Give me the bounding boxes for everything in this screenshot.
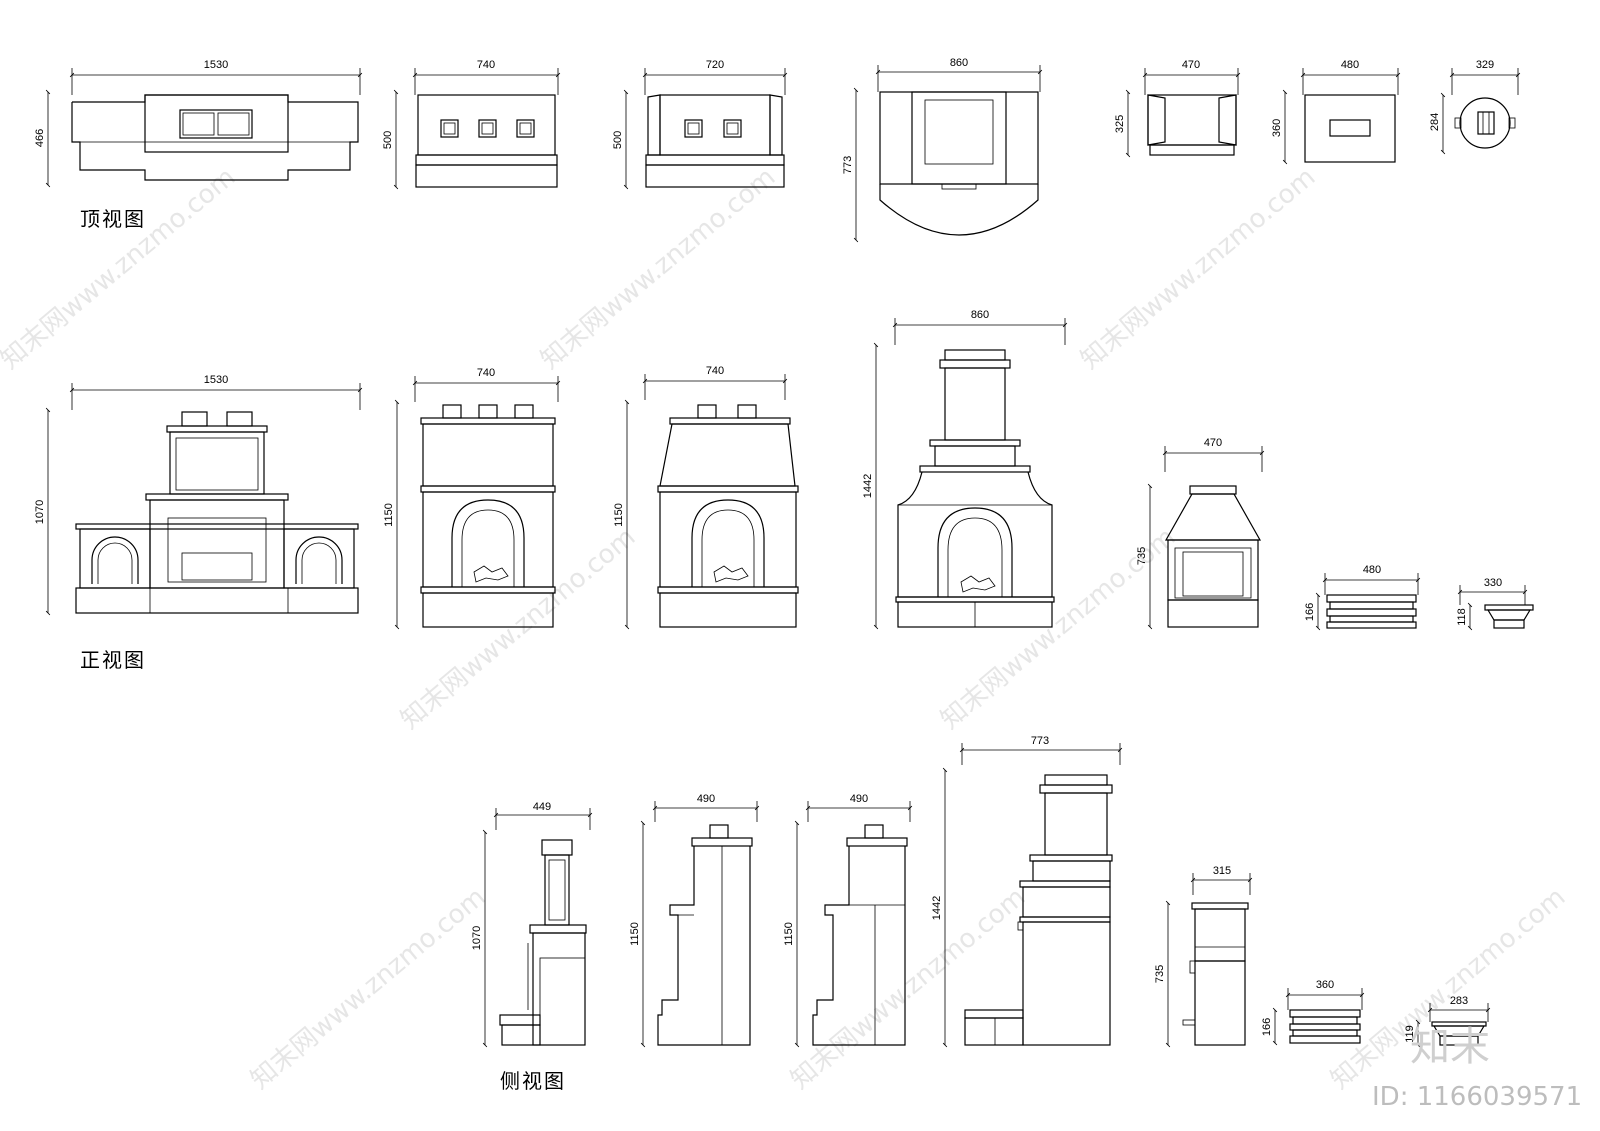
dim-height: 1070	[34, 500, 46, 524]
watermark-text: 知末网www.znzmo.com	[1075, 162, 1321, 375]
side-view-row: 449 1070 侧视图 490 1150	[471, 735, 1491, 1093]
fireplace-drawing: 1530 1070	[34, 374, 363, 616]
view-title-top: 顶视图	[80, 207, 146, 231]
dim-width: 315	[1213, 865, 1231, 877]
dim-height: 166	[1304, 603, 1316, 621]
dim-height: 1150	[613, 503, 625, 527]
watermark-text: 知末网www.znzmo.com	[395, 522, 641, 735]
dim-width: 480	[1341, 59, 1359, 71]
dim-width: 740	[706, 365, 724, 377]
fireplace-drawing: 773 1442	[931, 735, 1123, 1048]
fireplace-drawing: 1530 466	[34, 59, 363, 188]
dim-height: 735	[1136, 547, 1148, 565]
dim-height: 360	[1271, 119, 1283, 137]
fireplace-drawing: 860 773	[842, 57, 1043, 243]
dim-width: 490	[850, 793, 868, 805]
fireplace-drawing: 720 500	[612, 59, 788, 190]
dim-height: 1070	[471, 926, 483, 950]
fireplace-drawing: 315 735	[1154, 865, 1253, 1048]
dim-width: 740	[477, 367, 495, 379]
fireplace-drawing: 329 284	[1429, 59, 1521, 155]
dim-height: 773	[842, 156, 854, 174]
dim-height: 500	[382, 131, 394, 149]
fireplace-drawing: 740 500	[382, 59, 561, 190]
fireplace-drawing: 283 119	[1404, 995, 1491, 1048]
fireplace-drawing: 740 1150	[383, 367, 561, 630]
dim-height: 166	[1261, 1018, 1273, 1036]
front-view-row: 1530 1070 正视图 740	[34, 309, 1534, 672]
dim-height: 119	[1404, 1025, 1416, 1043]
fireplace-drawing: 470 325	[1114, 59, 1241, 158]
fireplace-drawing: 740 1150	[613, 365, 799, 630]
dim-width: 360	[1316, 979, 1334, 991]
dim-width: 470	[1204, 437, 1222, 449]
dim-width: 470	[1182, 59, 1200, 71]
watermark-text: 知末网www.znzmo.com	[535, 162, 781, 375]
dim-height: 118	[1456, 608, 1468, 626]
dim-width: 480	[1363, 564, 1381, 576]
dim-height: 500	[612, 131, 624, 149]
top-view-row: 1530 466 顶视图 740 500	[34, 57, 1521, 243]
dim-height: 1150	[783, 922, 795, 946]
watermark-layer: 知末网www.znzmo.com 知末网www.znzmo.com 知末网www…	[0, 162, 1571, 1095]
dim-height: 1150	[629, 922, 641, 946]
dim-width: 773	[1031, 735, 1049, 747]
image-id: ID: 1166039571	[1372, 1082, 1582, 1112]
dim-height: 325	[1114, 115, 1126, 133]
fireplace-drawing: 360 166	[1261, 979, 1365, 1046]
dim-height: 466	[34, 129, 46, 147]
brand-logo: 知末	[1410, 1024, 1490, 1070]
dim-height: 735	[1154, 965, 1166, 983]
fireplace-drawing: 490 1150	[629, 793, 760, 1048]
watermark-text: 知末网www.znzmo.com	[245, 882, 491, 1095]
fireplace-drawing: 860 1442	[862, 309, 1068, 630]
dim-width: 490	[697, 793, 715, 805]
fireplace-drawing: 470 735	[1136, 437, 1265, 630]
watermark-text: 知末网www.znzmo.com	[785, 882, 1031, 1095]
fireplace-drawing: 449 1070	[471, 801, 593, 1048]
watermark-text: 知末网www.znzmo.com	[0, 162, 241, 375]
dim-width: 860	[950, 57, 968, 69]
dim-width: 860	[971, 309, 989, 321]
view-title-side: 侧视图	[500, 1069, 566, 1093]
dim-width: 1530	[204, 59, 228, 71]
dim-height: 1442	[862, 474, 874, 498]
dim-height: 1150	[383, 503, 395, 527]
dim-width: 330	[1484, 577, 1502, 589]
dim-height: 284	[1429, 113, 1441, 131]
dim-width: 1530	[204, 374, 228, 386]
dim-width: 329	[1476, 59, 1494, 71]
dim-width: 720	[706, 59, 724, 71]
view-title-front: 正视图	[80, 648, 146, 672]
fireplace-drawing: 480 360	[1271, 59, 1401, 165]
fireplace-drawing: 330 118	[1456, 577, 1534, 631]
dim-height: 1442	[931, 896, 943, 920]
dim-width: 449	[533, 801, 551, 813]
dim-width: 283	[1450, 995, 1468, 1007]
fireplace-drawing: 490 1150	[783, 793, 913, 1048]
fireplace-drawing: 480 166	[1304, 564, 1421, 631]
dim-width: 740	[477, 59, 495, 71]
